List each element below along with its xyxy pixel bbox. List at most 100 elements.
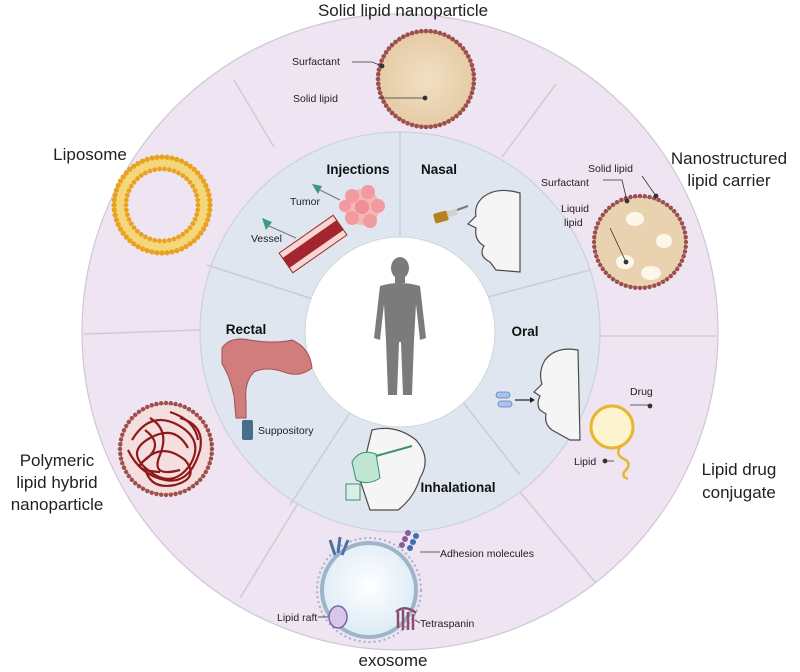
surfactant-bead bbox=[592, 244, 597, 250]
lipid-shell-bead bbox=[173, 491, 178, 497]
lipid-head-inner bbox=[184, 228, 189, 234]
ldc-leaders bbox=[602, 403, 653, 464]
lipid-head-inner bbox=[184, 176, 189, 182]
lipid-shell-bead bbox=[190, 409, 196, 414]
surfactant-bead bbox=[423, 124, 429, 130]
surfactant-bead bbox=[393, 113, 398, 119]
lipid-head-outer bbox=[120, 230, 126, 236]
lipid-shell-bead bbox=[209, 441, 214, 447]
lipid-head-inner bbox=[194, 212, 200, 218]
lipid-head-outer bbox=[205, 217, 211, 223]
lipid-head-outer bbox=[111, 197, 117, 203]
surfactant-bead bbox=[677, 216, 683, 222]
lipid-shell-bead bbox=[133, 480, 138, 486]
lipid-head-inner bbox=[171, 236, 177, 242]
lipid-head-outer bbox=[206, 212, 212, 218]
surfactant-bead bbox=[642, 285, 648, 290]
surfactant-bead bbox=[683, 234, 688, 240]
lipid-head-outer bbox=[159, 154, 165, 160]
surfactant-bead bbox=[376, 67, 382, 72]
surfactant-bead bbox=[677, 262, 683, 268]
callout-labels: Surfactant Solid lipid Solid lipid Surfa… bbox=[251, 56, 653, 630]
surfactant-bead bbox=[377, 90, 383, 96]
surfactant-bead bbox=[671, 209, 677, 214]
surfactant-bead bbox=[379, 95, 384, 100]
lipid-shell-bead bbox=[197, 477, 203, 482]
lipid-head-outer bbox=[195, 234, 201, 240]
inner-ring-dividers bbox=[206, 132, 591, 506]
lipid-head-outer bbox=[117, 178, 124, 184]
lipid-head-inner bbox=[176, 234, 181, 240]
lipid-shell-bead bbox=[208, 456, 214, 461]
lipid-shell-bead bbox=[123, 469, 129, 475]
surfactant-bead bbox=[383, 103, 389, 108]
label-polymeric-line1: Polymeric bbox=[20, 451, 95, 470]
lipid-shell-bead bbox=[205, 428, 211, 433]
lipid-shell-bead bbox=[118, 441, 123, 447]
surfactant-bead bbox=[607, 205, 612, 211]
lipid-head-inner bbox=[143, 170, 148, 176]
surfactant-bead bbox=[591, 239, 597, 245]
lipid-head-outer bbox=[187, 163, 193, 169]
surfactant-bead bbox=[660, 199, 666, 205]
lipid-head-outer bbox=[131, 241, 137, 247]
surfactant-bead bbox=[592, 234, 597, 240]
surfactant-bead bbox=[668, 273, 673, 279]
lipid-shell-bead bbox=[186, 406, 192, 412]
surfactant-bead bbox=[675, 212, 680, 218]
lipid-shell-bead bbox=[186, 486, 192, 492]
lipid-head-outer bbox=[203, 221, 209, 228]
surfactant-bead bbox=[409, 30, 415, 36]
route-rectal: Rectal bbox=[226, 322, 267, 337]
lipid-head-inner bbox=[126, 216, 132, 222]
lipid-shell-bead bbox=[207, 432, 212, 437]
surfactant-bead bbox=[679, 258, 685, 263]
lipid-shell-bead bbox=[182, 488, 187, 494]
lipid-shell-bead bbox=[120, 461, 125, 466]
lipid-head-outer bbox=[144, 156, 150, 162]
lipid-shell-bead bbox=[140, 486, 146, 492]
lipid-head-inner bbox=[128, 221, 134, 227]
lipid-head-inner bbox=[192, 188, 198, 194]
label-sln-solid-lipid: Solid lipid bbox=[293, 93, 338, 105]
surfactant-bead bbox=[469, 62, 475, 68]
surfactant-bead bbox=[466, 54, 471, 59]
surfactant-bead bbox=[397, 116, 402, 122]
label-liposome: Liposome bbox=[53, 145, 127, 164]
lipid-shell-bead bbox=[158, 401, 164, 406]
lipid-head-inner bbox=[157, 238, 162, 244]
label-tetraspanin: Tetraspanin bbox=[420, 618, 474, 630]
surfactant-bead bbox=[660, 279, 666, 285]
lipid-head-outer bbox=[149, 155, 155, 161]
surfactant-bead bbox=[376, 86, 382, 91]
lipid-shell-bead bbox=[136, 484, 142, 489]
lipid-shell-bead bbox=[194, 480, 199, 486]
surfactant-bead bbox=[405, 121, 410, 126]
surfactant-bead bbox=[468, 58, 473, 63]
surfactant-bead bbox=[614, 279, 620, 285]
surfactant-bead bbox=[454, 39, 459, 45]
lipid-shell-bead bbox=[118, 456, 124, 461]
surfactant-bead bbox=[637, 193, 643, 199]
face-oral-icon bbox=[533, 348, 581, 441]
lipid-head-inner bbox=[138, 173, 144, 178]
lipid-head-outer bbox=[127, 238, 133, 244]
lipid-shell-bead bbox=[190, 484, 196, 489]
lipid-shell-bead bbox=[140, 406, 146, 412]
label-nlc-liquid-lipid-2: lipid bbox=[564, 217, 583, 229]
surfactant-bead bbox=[442, 121, 447, 126]
surfactant-bead bbox=[386, 107, 392, 112]
lipid-shell-bead bbox=[120, 432, 125, 437]
surfactant-bead bbox=[594, 225, 599, 230]
surfactant-bead bbox=[607, 273, 612, 279]
colon-icon bbox=[221, 338, 313, 419]
polymeric-hybrid-particle bbox=[117, 400, 215, 498]
surfactant-bead bbox=[679, 221, 685, 226]
lipid-head-outer bbox=[154, 154, 160, 160]
lipid-head-outer bbox=[115, 221, 121, 228]
lipid-shell-bead bbox=[168, 401, 174, 406]
lipid-shell-bead bbox=[207, 461, 212, 466]
lipid-head-outer bbox=[139, 246, 146, 252]
lipid-head-outer bbox=[111, 207, 117, 213]
